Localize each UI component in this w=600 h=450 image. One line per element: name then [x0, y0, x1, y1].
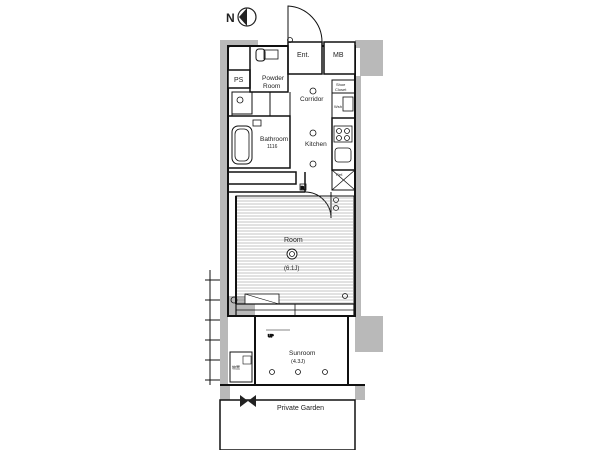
bathroom-label-1: Bathroom	[260, 136, 288, 143]
kitchen-label: Kitchen	[305, 141, 327, 148]
structural-walls	[220, 40, 383, 400]
private-garden-label: Private Garden	[277, 405, 324, 412]
ps-label: PS	[234, 77, 244, 84]
corridor-label: Corridor	[300, 96, 324, 103]
bathroom-label-2: 1116	[267, 144, 278, 150]
partition: R	[227, 171, 339, 219]
ref-label: Ref.	[336, 172, 343, 177]
entrance-label: Ent.	[297, 52, 310, 59]
entrance-area: Ent. MB	[287, 5, 356, 75]
shoe-closet-label-1: Shoe	[336, 82, 346, 87]
bathroom: Bathroom 1116	[227, 115, 291, 169]
private-garden: Private Garden	[219, 395, 356, 450]
mb-label: MB	[333, 52, 344, 59]
shoe-closet: Shoe Closet Wsh	[331, 79, 356, 119]
sunroom: Sunroom (4.3J) 物置	[229, 315, 349, 386]
corridor: Corridor	[289, 87, 324, 128]
room-label: Room	[284, 237, 303, 244]
powder-room-label-2: Room	[263, 83, 280, 90]
up-label: UP	[268, 333, 274, 338]
shoe-closet-label-2: Closet	[335, 87, 347, 92]
kitchen: Kitchen Ref.	[305, 117, 356, 191]
compass-north-label: N	[226, 11, 235, 25]
room-size-label: (6.1J)	[284, 266, 299, 272]
door-marker: R	[301, 185, 304, 190]
storage-label: 物置	[232, 364, 240, 370]
sunroom-label: Sunroom	[289, 350, 315, 357]
sunroom-size-label: (4.3J)	[291, 359, 305, 365]
ps-area: PS	[227, 69, 251, 89]
powder-room: Powder Room	[231, 45, 289, 117]
room: Room (6.1J)	[230, 195, 355, 305]
compass: N	[226, 7, 257, 27]
wm-label: Wsh	[334, 104, 342, 109]
powder-room-label-1: Powder	[262, 75, 285, 82]
exterior-steps	[205, 270, 220, 385]
